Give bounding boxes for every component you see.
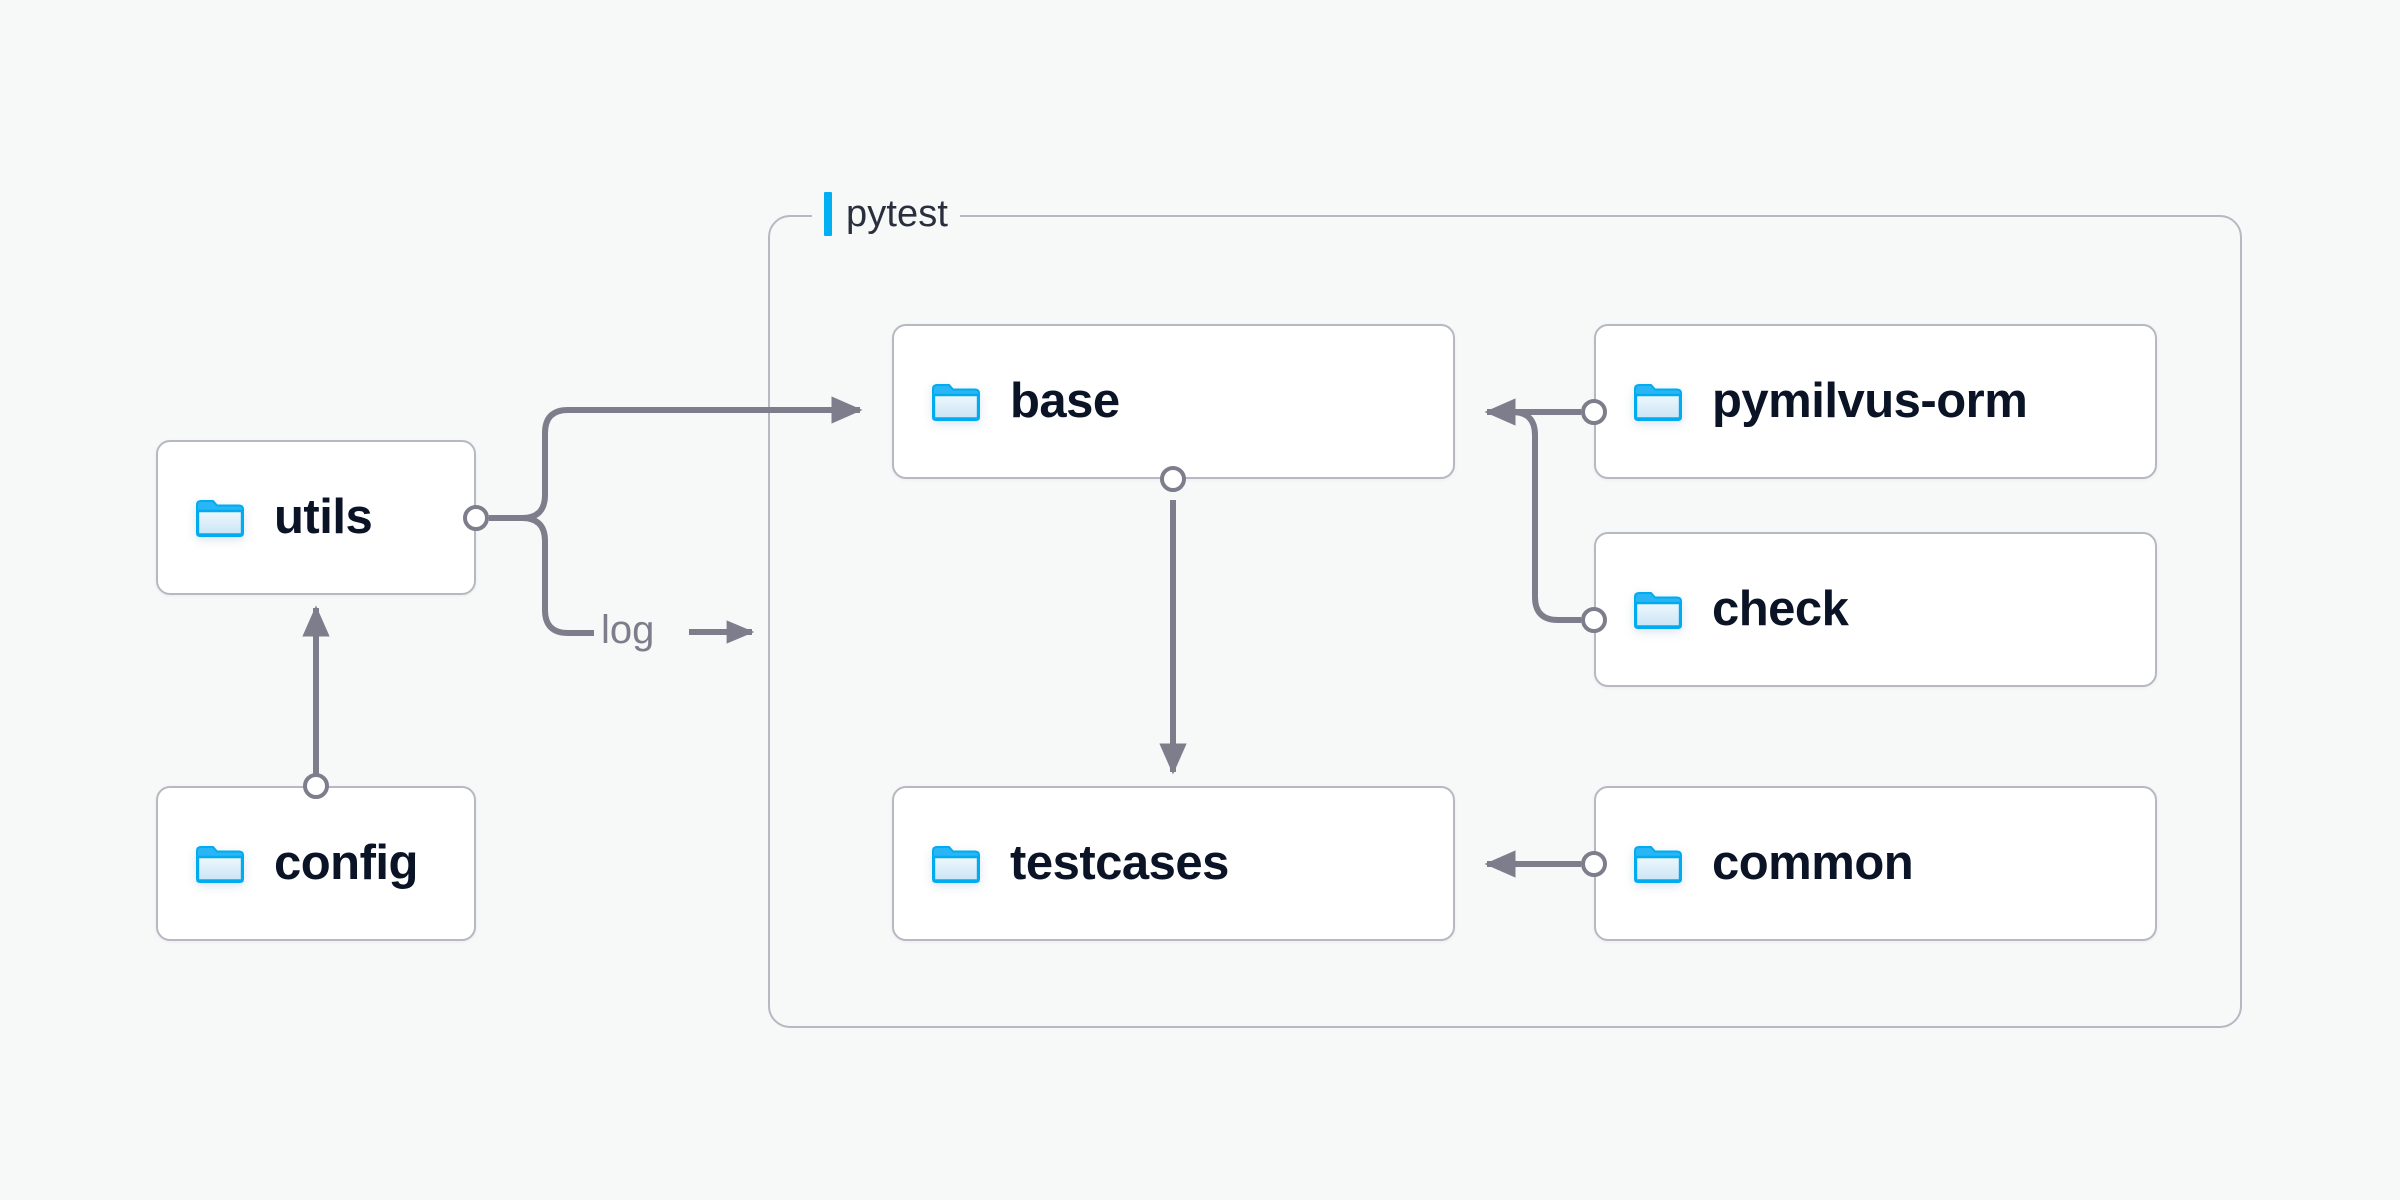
node-utils[interactable]: utils <box>156 440 476 595</box>
folder-icon <box>196 499 244 537</box>
edge-label-log: log <box>601 608 655 652</box>
node-pymilvus-orm[interactable]: pymilvus-orm <box>1594 324 2157 479</box>
node-config[interactable]: config <box>156 786 476 941</box>
node-label: utils <box>274 490 373 544</box>
edge-utils-log <box>521 515 594 636</box>
node-label: base <box>1010 374 1120 428</box>
group-label-pytest: pytest <box>812 188 960 240</box>
node-label: testcases <box>1010 836 1229 890</box>
group-title-text: pytest <box>846 193 948 235</box>
folder-icon <box>196 845 244 883</box>
port-utils-right[interactable] <box>463 505 489 531</box>
node-label: config <box>274 836 418 890</box>
folder-icon <box>932 383 980 421</box>
port-pymilvus-orm-left[interactable] <box>1581 399 1607 425</box>
group-accent-bar <box>824 192 832 236</box>
node-label: common <box>1712 836 1914 890</box>
node-testcases[interactable]: testcases <box>892 786 1455 941</box>
node-base[interactable]: base <box>892 324 1455 479</box>
port-common-left[interactable] <box>1581 851 1607 877</box>
node-label: check <box>1712 582 1849 636</box>
folder-icon <box>932 845 980 883</box>
node-label: pymilvus-orm <box>1712 374 2028 428</box>
port-config-top[interactable] <box>303 773 329 799</box>
folder-icon <box>1634 591 1682 629</box>
port-base-bottom[interactable] <box>1160 466 1186 492</box>
group-container-pytest <box>768 215 2242 1028</box>
folder-icon <box>1634 383 1682 421</box>
node-check[interactable]: check <box>1594 532 2157 687</box>
port-check-left[interactable] <box>1581 607 1607 633</box>
folder-icon <box>1634 845 1682 883</box>
node-common[interactable]: common <box>1594 786 2157 941</box>
